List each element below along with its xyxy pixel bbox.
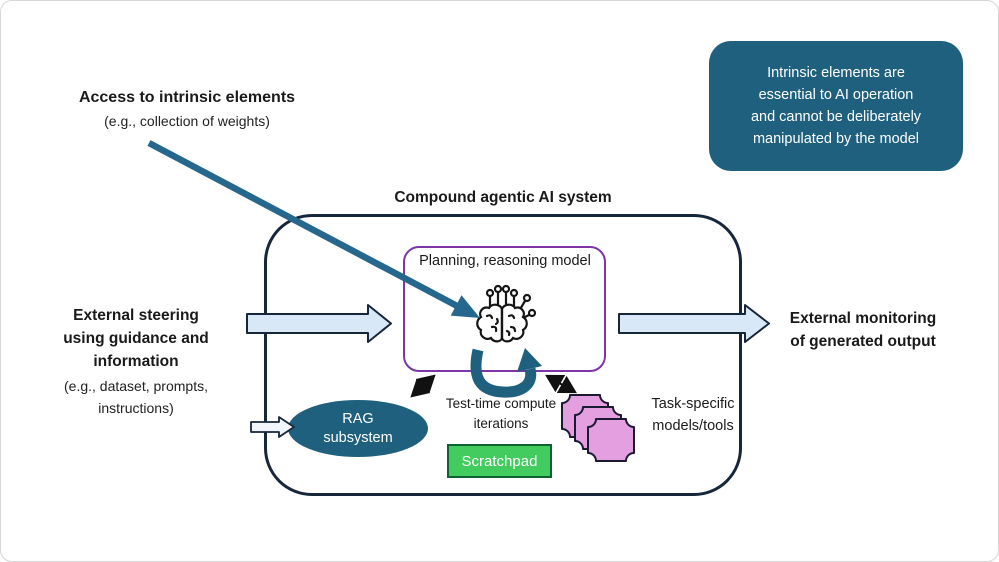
scratchpad-box: Scratchpad xyxy=(447,444,552,478)
scratchpad-label: Scratchpad xyxy=(461,452,538,470)
external-monitoring-label: External monitoring of generated output xyxy=(789,310,937,350)
external-steering-subtitle: (e.g., dataset, prompts, instructions) xyxy=(64,378,208,416)
compound-system-title: Compound agentic AI system xyxy=(394,189,612,206)
intrinsic-elements-callout-text: Intrinsic elements are essential to AI o… xyxy=(750,65,922,147)
access-intrinsic-title: Access to intrinsic elements xyxy=(78,89,296,106)
test-time-compute-label: Test-time compute iterations xyxy=(445,396,557,431)
rag-subsystem-label: RAG subsystem xyxy=(323,410,393,446)
planning-reasoning-label: Planning, reasoning model xyxy=(419,253,591,269)
external-steering-title: External steering using guidance and inf… xyxy=(63,307,209,370)
rag-subsystem-ellipse: RAG subsystem xyxy=(288,400,428,457)
external-steering-block: External steering using guidance and inf… xyxy=(23,304,249,419)
compound-system-container xyxy=(264,214,742,496)
task-specific-label: Task-specific models/tools xyxy=(651,396,735,434)
intrinsic-elements-callout: Intrinsic elements are essential to AI o… xyxy=(709,41,963,171)
access-intrinsic-subtitle: (e.g., collection of weights) xyxy=(104,113,270,129)
